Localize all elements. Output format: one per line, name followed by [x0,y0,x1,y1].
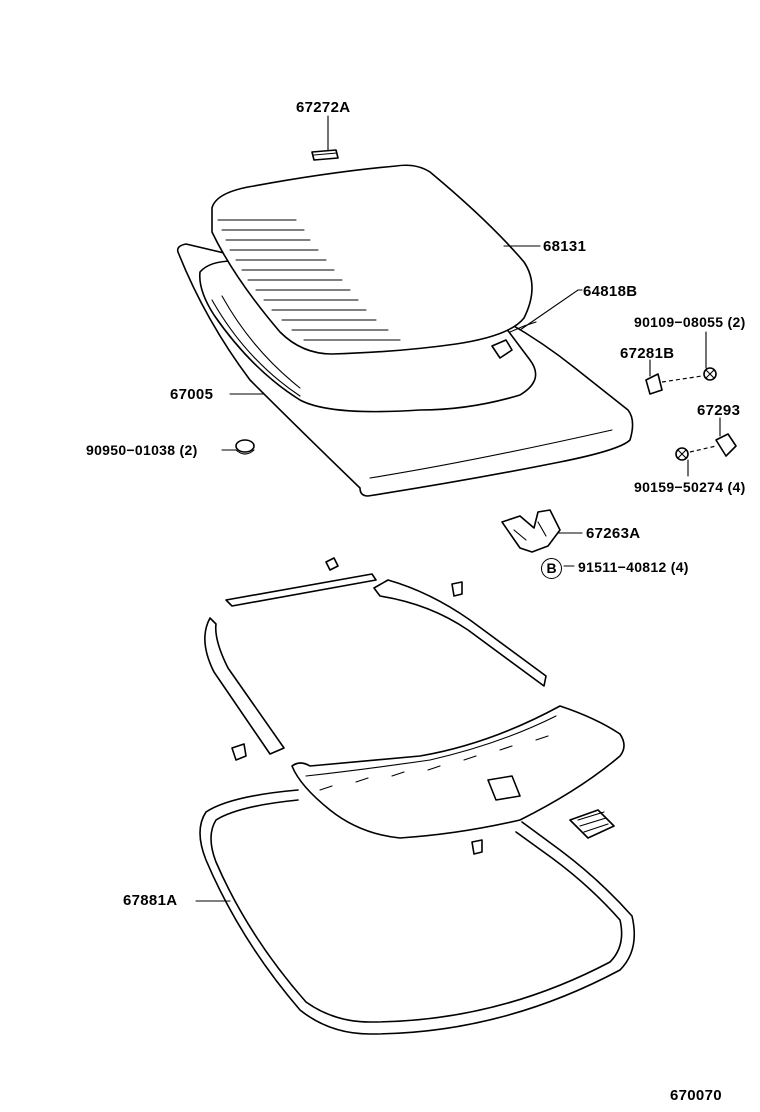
piece-67293 [715,433,737,457]
label-68131: 68131 [543,238,587,255]
clip-67281B [645,373,663,395]
weatherstrip-67881A [199,789,636,1035]
label-67281B: 67281B [620,345,675,362]
screw-90159-50274 [675,447,689,461]
callout-b-circle: B [541,558,562,579]
back-door-trim-board [291,705,625,839]
defogger-grid-lines [217,219,401,341]
bracket-64818B [491,321,537,359]
dashed-leader-67293 [689,445,717,453]
dashed-leader-67281B [661,375,703,383]
label-64818B: 64818B [583,283,638,300]
back-door-inner-panel [176,243,634,497]
cap-90950-01038 [235,439,255,455]
label-67005: 67005 [170,386,214,403]
connector-block [569,809,615,839]
upper-garnish-strips [204,573,547,755]
clip-67272A [311,149,339,161]
label-91511-40812: 91511−40812 (4) [578,559,689,575]
label-67293: 67293 [697,402,741,419]
bracket-67263A [501,509,561,553]
label-90159-50274: 90159−50274 (4) [634,479,746,495]
garnish-clips [231,557,483,855]
label-90950-01038: 90950−01038 (2) [86,442,198,458]
diagram-number: 670070 [670,1087,722,1104]
leader-lines [195,115,721,902]
label-67881A: 67881A [123,892,178,909]
label-90109-08055: 90109−08055 (2) [634,314,746,330]
screw-90109-08055 [703,367,717,381]
back-door-glass [211,164,533,355]
label-67263A: 67263A [586,525,641,542]
label-67272A: 67272A [296,99,351,116]
